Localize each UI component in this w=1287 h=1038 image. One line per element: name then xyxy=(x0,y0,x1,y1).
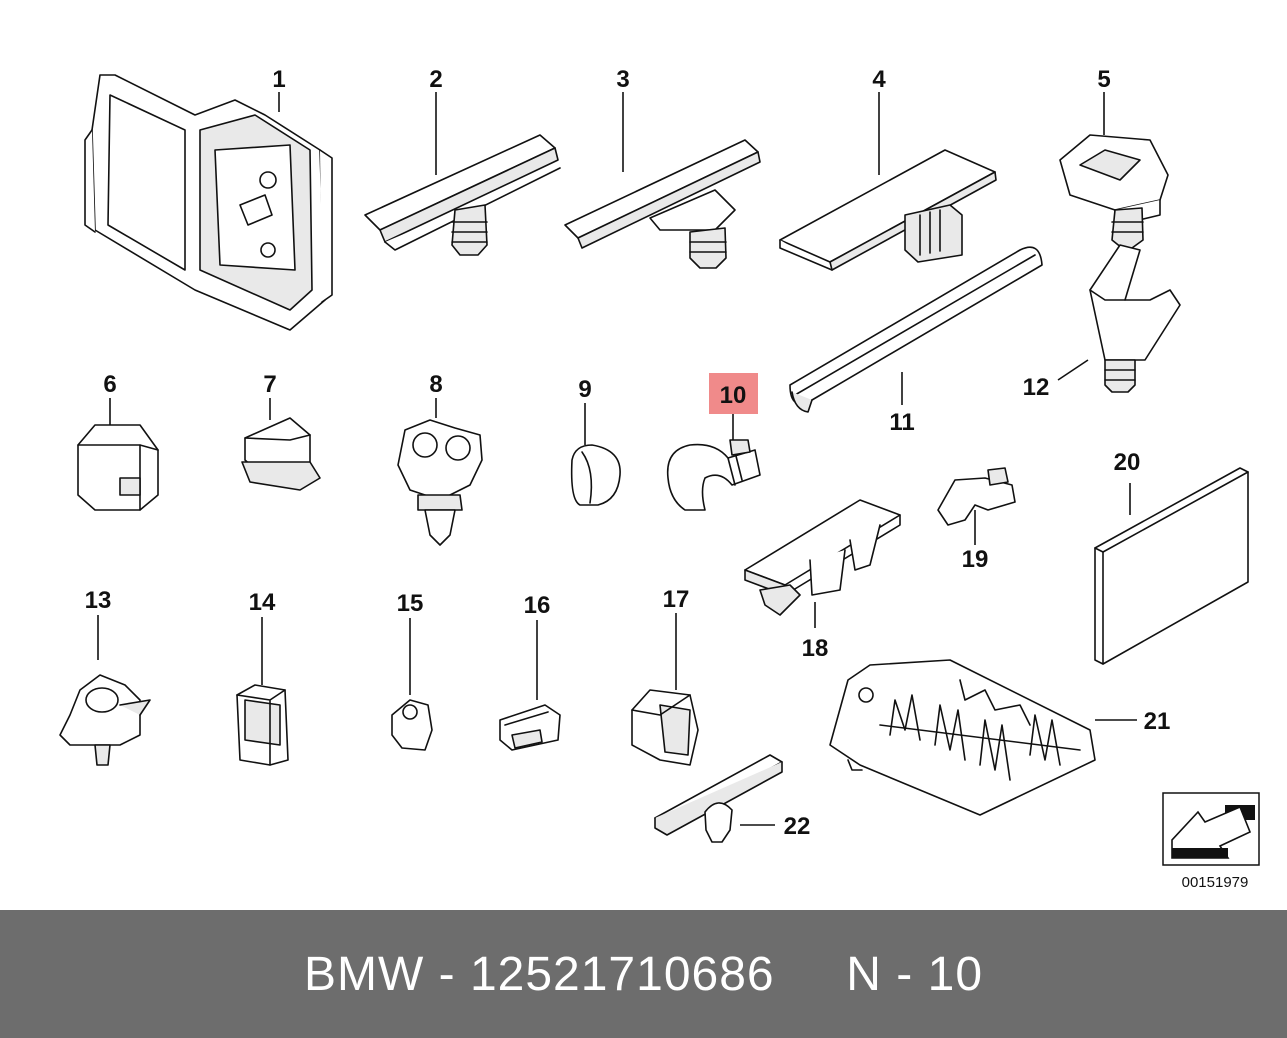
part-11-label: 11 xyxy=(889,409,914,436)
part-3-rail-clip[interactable] xyxy=(564,139,761,269)
part-14-label: 14 xyxy=(249,589,276,616)
parts-diagram: 1 2 3 4 5 xyxy=(59,66,1260,891)
part-17-bracket-clip[interactable] xyxy=(631,689,699,766)
part-7-spring-clip[interactable] xyxy=(241,417,321,491)
part-1-label: 1 xyxy=(272,66,285,93)
part-17-label: 17 xyxy=(663,586,690,613)
part-13-hose-clip[interactable] xyxy=(59,674,151,766)
part-5-label: 5 xyxy=(1097,66,1110,93)
part-12-label: 12 xyxy=(1023,374,1050,401)
reference-number: 00151979 xyxy=(1182,874,1249,891)
part-15-label: 15 xyxy=(397,590,424,617)
part-20-label: 20 xyxy=(1114,449,1141,476)
part-20-pad[interactable] xyxy=(1094,467,1249,665)
banner-text: BMW - 12521710686 N - 10 xyxy=(303,947,984,1001)
part-11-edge-trim[interactable] xyxy=(789,246,1043,413)
part-22-strip-pin[interactable] xyxy=(654,754,783,843)
part-21-label: 21 xyxy=(1144,708,1171,735)
part-4-label: 4 xyxy=(872,66,886,93)
part-10-label: 10 xyxy=(720,382,747,409)
part-1-bracket[interactable] xyxy=(84,74,333,331)
banner-position: N - 10 xyxy=(846,947,984,1001)
part-8-double-clip[interactable] xyxy=(397,419,483,546)
part-16-label: 16 xyxy=(524,592,551,619)
direction-arrow-icon xyxy=(1162,792,1260,866)
part-9-knob[interactable] xyxy=(570,444,621,506)
part-14-box-clip[interactable] xyxy=(236,684,289,766)
part-19-small-clamp[interactable] xyxy=(937,467,1016,526)
part-2-rail-clip[interactable] xyxy=(364,134,561,256)
part-6-cap[interactable] xyxy=(77,424,159,511)
part-22-label: 22 xyxy=(784,813,811,840)
part-2-label: 2 xyxy=(429,66,442,93)
part-9-label: 9 xyxy=(578,376,591,403)
part-10-clamp[interactable] xyxy=(666,439,761,511)
part-8-label: 8 xyxy=(429,371,442,398)
part-3-label: 3 xyxy=(616,66,629,93)
part-4-strip[interactable] xyxy=(779,149,997,271)
banner-part-number: 12521710686 xyxy=(469,947,775,1001)
part-16-tube-clip[interactable] xyxy=(499,704,561,751)
part-19-label: 19 xyxy=(962,546,989,573)
part-7-label: 7 xyxy=(263,371,276,398)
part-12-holder[interactable] xyxy=(1089,244,1181,393)
parts-diagram-canvas: 1 2 3 4 5 xyxy=(59,66,1260,891)
banner-brand: BMW xyxy=(303,947,425,1001)
part-number-banner: BMW - 12521710686 N - 10 xyxy=(0,910,1287,1038)
part-13-label: 13 xyxy=(85,587,112,614)
part-21-multi-holder[interactable] xyxy=(829,659,1096,816)
part-15-small-clip[interactable] xyxy=(391,699,433,751)
part-12-leader xyxy=(1057,359,1089,381)
part-5-clip[interactable] xyxy=(1059,134,1169,249)
part-18-bridge-clip[interactable] xyxy=(744,499,901,616)
part-10-highlight xyxy=(709,373,758,414)
part-18-label: 18 xyxy=(802,635,829,662)
part-6-label: 6 xyxy=(103,371,116,398)
